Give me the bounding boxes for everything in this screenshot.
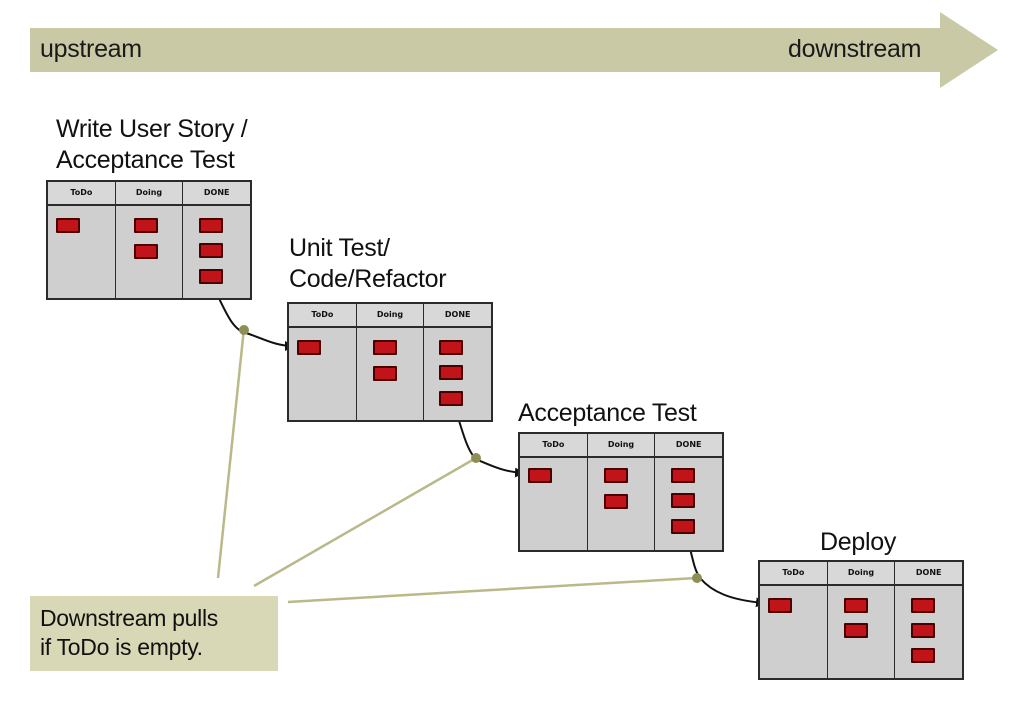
kanban-board-deploy: ToDo Doing DONE	[758, 560, 964, 680]
column-header-done: DONE	[655, 434, 723, 458]
task-card	[133, 218, 158, 233]
column-done: DONE	[655, 434, 723, 550]
column-doing: Doing	[827, 562, 896, 678]
task-card	[911, 648, 936, 663]
column-doing: Doing	[115, 182, 184, 298]
column-doing: Doing	[356, 304, 425, 420]
column-header-todo: ToDo	[520, 434, 587, 458]
task-card	[671, 519, 696, 534]
task-card	[603, 494, 628, 509]
task-card	[372, 366, 397, 381]
upstream-label: upstream	[40, 35, 142, 63]
task-card	[843, 623, 868, 638]
task-card	[528, 468, 552, 483]
task-card	[439, 340, 464, 355]
task-card	[199, 243, 224, 258]
column-header-done: DONE	[183, 182, 251, 206]
column-done: DONE	[183, 182, 251, 298]
column-header-doing: Doing	[115, 182, 183, 206]
task-card	[911, 598, 936, 613]
column-done: DONE	[424, 304, 492, 420]
column-todo: ToDo	[520, 434, 588, 550]
column-done: DONE	[895, 562, 963, 678]
callout-line-3	[287, 576, 697, 604]
task-card	[768, 598, 792, 613]
pull-point-dot-1	[239, 325, 249, 335]
task-card	[297, 340, 321, 355]
callout-line-1	[216, 327, 246, 579]
task-card	[439, 391, 464, 406]
kanban-board-write-user-story: ToDo Doing DONE	[46, 180, 252, 300]
task-card	[133, 244, 158, 259]
column-todo: ToDo	[289, 304, 357, 420]
task-card	[199, 269, 224, 284]
pull-point-dot-3	[692, 573, 702, 583]
task-card	[603, 468, 628, 483]
downstream-label: downstream	[788, 35, 922, 63]
column-header-todo: ToDo	[760, 562, 827, 586]
column-todo: ToDo	[48, 182, 116, 298]
column-header-doing: Doing	[356, 304, 424, 328]
task-card	[56, 218, 80, 233]
task-card	[439, 365, 464, 380]
stage-title-write-user-story: Write User Story / Acceptance Test	[56, 115, 248, 174]
kanban-board-unit-test: ToDo Doing DONE	[287, 302, 493, 422]
column-header-todo: ToDo	[289, 304, 356, 328]
stage-title-unit-test: Unit Test/ Code/Refactor	[289, 234, 447, 293]
flow-arrow	[30, 12, 998, 88]
stage-title-deploy: Deploy	[820, 528, 897, 556]
stage-title-acceptance-test: Acceptance Test	[518, 399, 697, 427]
column-todo: ToDo	[760, 562, 828, 678]
task-card	[911, 623, 936, 638]
column-header-done: DONE	[424, 304, 492, 328]
pull-rule-note: Downstream pulls if ToDo is empty.	[30, 596, 278, 671]
column-header-doing: Doing	[827, 562, 895, 586]
task-card	[372, 340, 397, 355]
task-card	[671, 493, 696, 508]
task-card	[671, 468, 696, 483]
column-doing: Doing	[587, 434, 656, 550]
kanban-board-acceptance-test: ToDo Doing DONE	[518, 432, 724, 552]
column-header-doing: Doing	[587, 434, 655, 458]
task-card	[199, 218, 224, 233]
task-card	[843, 598, 868, 613]
column-header-done: DONE	[895, 562, 963, 586]
column-header-todo: ToDo	[48, 182, 115, 206]
pull-point-dot-2	[471, 453, 481, 463]
callout-line-2	[253, 456, 477, 588]
